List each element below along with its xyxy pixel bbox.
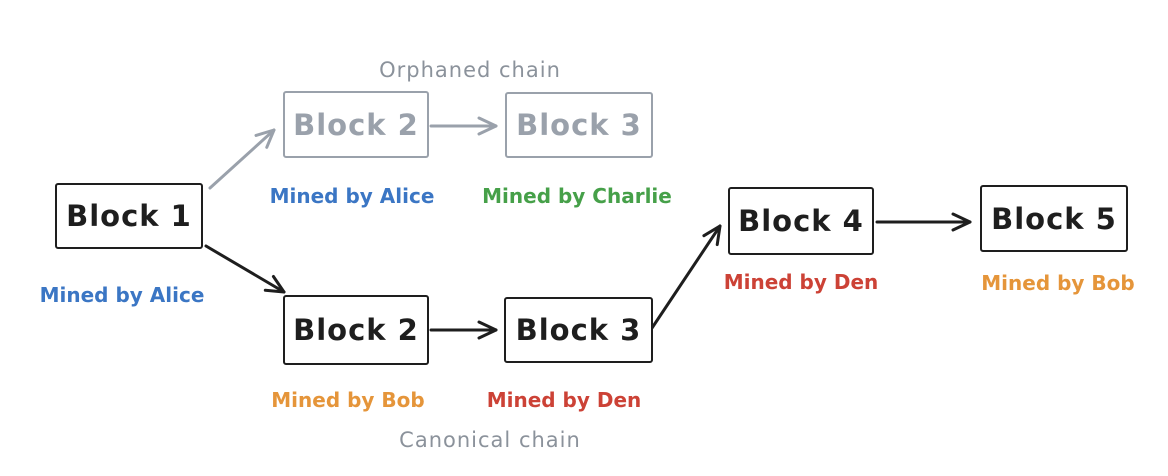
block-1: Block 1 xyxy=(55,183,203,249)
canonical-block-3-miner-label: Mined by Den xyxy=(486,388,642,412)
orphan-block-2-miner-label: Mined by Alice xyxy=(269,184,435,208)
orphan-block-2-label: Block 2 xyxy=(293,107,419,142)
canonical-block-2-miner-label: Mined by Bob xyxy=(271,388,425,412)
canonical-block-4-label: Block 4 xyxy=(738,204,864,238)
orphaned-chain-label: Orphaned chain xyxy=(379,58,561,82)
arrow-block1-to-canonical-block2 xyxy=(204,244,286,294)
canonical-block-3-label: Block 3 xyxy=(515,313,642,347)
canonical-block-2-label: Block 2 xyxy=(293,313,419,347)
canonical-chain-label: Canonical chain xyxy=(399,428,581,452)
canonical-block-4-miner-label: Mined by Den xyxy=(723,270,879,294)
canonical-block-5-label: Block 5 xyxy=(991,201,1117,236)
orphan-block-2: Block 2 xyxy=(283,91,429,158)
block-1-miner-label: Mined by Alice xyxy=(39,283,205,307)
canonical-block-5: Block 5 xyxy=(980,185,1128,252)
arrow-canonical-block3-to-canonical-block4 xyxy=(650,224,722,330)
canonical-block-2: Block 2 xyxy=(283,295,429,365)
block-1-label: Block 1 xyxy=(66,199,192,233)
canonical-block-5-miner-label: Mined by Bob xyxy=(981,271,1135,295)
canonical-block-4: Block 4 xyxy=(728,187,874,255)
orphan-block-3: Block 3 xyxy=(505,92,653,158)
arrow-block1-to-orphan-block2 xyxy=(208,128,276,190)
orphan-block-3-label: Block 3 xyxy=(516,108,642,142)
orphan-block-3-miner-label: Mined by Charlie xyxy=(482,184,672,208)
canonical-block-3: Block 3 xyxy=(504,297,653,363)
